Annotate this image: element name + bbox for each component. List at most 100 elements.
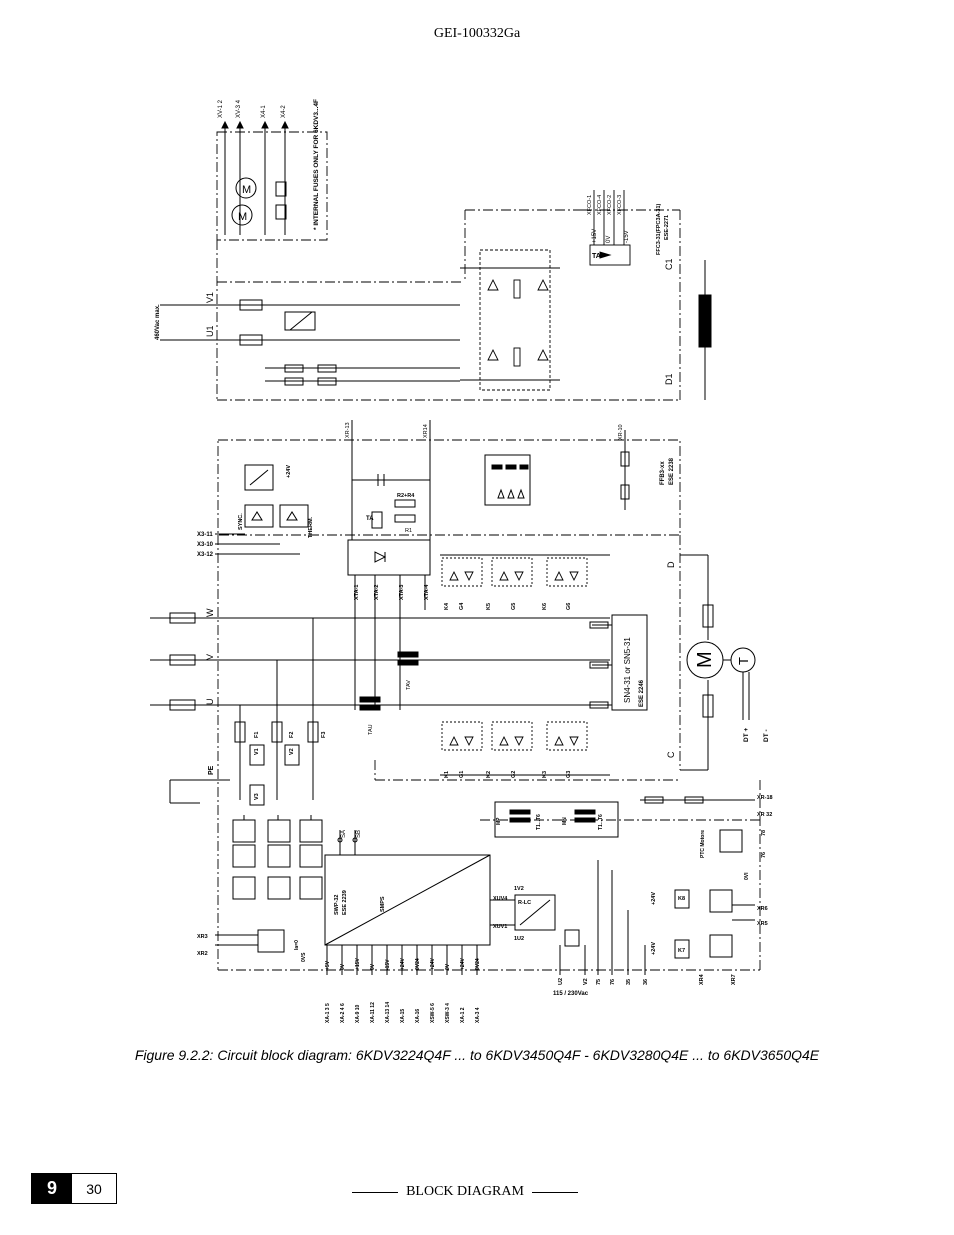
relay-24v-a: +24V (651, 892, 657, 905)
k8-label: K8 (678, 896, 685, 902)
g3-label: G3 (566, 771, 572, 778)
v2-varistor-label: V2 (289, 748, 295, 755)
pulse-card: MP MN T1...T6 T1...T6 XR-18 XR 32 78 76 … (494, 795, 773, 880)
xr6-label: XR6 (757, 906, 768, 912)
t75-label: 75 (596, 979, 602, 985)
motor-d-label: D (666, 561, 676, 568)
v-0c: 0V (445, 963, 451, 970)
snubber-esr: ESE 2246 (639, 679, 645, 707)
u2-label: U2 (558, 978, 564, 985)
enclosure-lines (216, 131, 761, 971)
fan-motor-1-label: M (238, 211, 247, 223)
footer-rule-right (531, 1191, 578, 1193)
ta-card-label: FFC3-31(FPC3A-31) (656, 203, 662, 255)
relay-supply: 1V2 1U2 XUV4 XUV1 R-LC U2 V2 75 76 35 36… (490, 860, 649, 997)
v-minus15: -15V (385, 959, 391, 970)
k1-label: K1 (444, 771, 450, 778)
field-card-label: FFB3-xx (660, 461, 666, 485)
xr5-label: XR5 (757, 921, 768, 927)
ta-plus: +15V (592, 229, 598, 243)
xta2-label: XTA-2 (374, 585, 380, 600)
c1-label: C1 (664, 258, 674, 270)
phase-u-label: U (205, 699, 215, 706)
xta3-label: XTA-3 (399, 585, 405, 600)
ta-minus: -15V (624, 230, 630, 243)
fuse-note: * INTERNAL FUSES ONLY FOR 6KDV3...4F (313, 99, 320, 230)
xa34-label: XA-3 4 (475, 1007, 481, 1023)
d1-label: D1 (664, 373, 674, 385)
sa-label: SA (341, 830, 347, 838)
field-card: XR-10 FFB3-xx ESE 2238 (484, 424, 675, 510)
f1-label: F1 (254, 732, 260, 738)
v-0a: 0V (340, 963, 346, 970)
xv34-label: XV-3 4 (236, 99, 242, 118)
fan-motor-2-label: M (242, 184, 251, 196)
v-plus24a: +24V (400, 958, 406, 970)
phase-v-label: V (205, 654, 215, 660)
armature-inductor: C1 D1 (664, 258, 712, 400)
k2-label: K2 (486, 771, 492, 778)
xfco2-label: XFCO-2 (607, 195, 613, 215)
xr18-label: XR-18 (757, 795, 773, 801)
v-plus24b: +24V (430, 958, 436, 970)
bottom-terminals: XA-1 3 5 XA-2 4 6 XA-9 10 XA-11 12 XA-13… (325, 945, 481, 1023)
g2-label: G2 (511, 771, 517, 778)
v-0v24a: 0V24 (415, 958, 421, 970)
t76-label: 76 (761, 852, 767, 858)
t78-label: 78 (761, 830, 767, 836)
ta-label: TA (592, 253, 601, 260)
swp32-label: SWP-32 (334, 895, 340, 915)
xr14-label: XR14 (423, 424, 429, 438)
snubber-label: SN4-31 or SN5-31 (623, 637, 632, 703)
k4-label: K4 (444, 602, 450, 610)
xa1112-label: XA-11 12 (370, 1002, 376, 1023)
motor-c-label: C (666, 751, 676, 758)
xr10-label: XR-10 (618, 424, 624, 440)
xuv4-label: XUV4 (493, 896, 508, 902)
armature-bridge: K4 G4 K5 G5 K6 G6 K1 G1 K2 G2 K3 G3 (440, 554, 610, 778)
relay-1u2: 1U2 (514, 936, 524, 942)
v2-label: V2 (583, 978, 589, 985)
xa1314-label: XA-13 14 (385, 1002, 391, 1023)
k3-label: K3 (542, 771, 548, 778)
xr7-label: XR7 (731, 974, 737, 985)
tacho-t-label: T (736, 657, 751, 665)
document-id: GEI-100332Ga (433, 26, 521, 41)
v-plus24c: +24V (460, 958, 466, 970)
xr32-label: XR 32 (757, 812, 772, 818)
k5-label: K5 (486, 603, 492, 610)
xa15-label: XA-15 (400, 1009, 406, 1023)
xfco3-label: XFCO-3 (617, 195, 623, 215)
k7-label: K7 (678, 948, 685, 954)
figure-caption: Figure 9.2.2: Circuit block diagram: 6KD… (134, 1047, 820, 1063)
xr3-label: XR3 (197, 934, 208, 940)
snubber: SN4-31 or SN5-31 ESE 2246 (589, 614, 648, 711)
k6-label: K6 (542, 603, 548, 610)
supply-115-230: 115 / 230Vac (553, 991, 589, 997)
plus24v-label: +24V (286, 465, 292, 478)
f3-label: F3 (321, 732, 327, 738)
motor-m-label: M (694, 651, 716, 668)
xv12-label: XV-1 2 (218, 99, 224, 118)
motor: M T C D DT + DT - (666, 554, 770, 771)
footer-rule-left (352, 1191, 399, 1193)
g4-label: G4 (459, 602, 465, 610)
xa246-label: XA-2 4 6 (340, 1003, 346, 1023)
xr2-label: XR2 (197, 951, 208, 957)
fan-motors: M M * INTERNAL FUSES ONLY FOR 6KDV3...4F (231, 99, 320, 230)
pe-label: PE (208, 765, 215, 775)
x310-label: X3-10 (197, 542, 214, 548)
xsw56-label: XSW-5 6 (430, 1003, 436, 1023)
tau-label: TAU (368, 724, 374, 735)
g5-label: G5 (511, 603, 517, 610)
supply-lines: 460Vac max. U1 V1 (155, 292, 460, 386)
phase-w-label: W (205, 608, 215, 617)
u1-label: U1 (205, 325, 215, 337)
circuit-block-diagram: XV-1 2 XV-3 4 X4-1 X4-2 M M * INTERNAL F… (150, 99, 773, 1023)
mp-label: MP (496, 817, 502, 825)
v1-label: V1 (205, 292, 215, 303)
v3-varistor-label: V3 (254, 793, 260, 800)
f2-label: F2 (289, 732, 295, 738)
ta-zero: 0V (606, 236, 612, 243)
smps-esr-label: ESE 2239 (342, 890, 348, 915)
